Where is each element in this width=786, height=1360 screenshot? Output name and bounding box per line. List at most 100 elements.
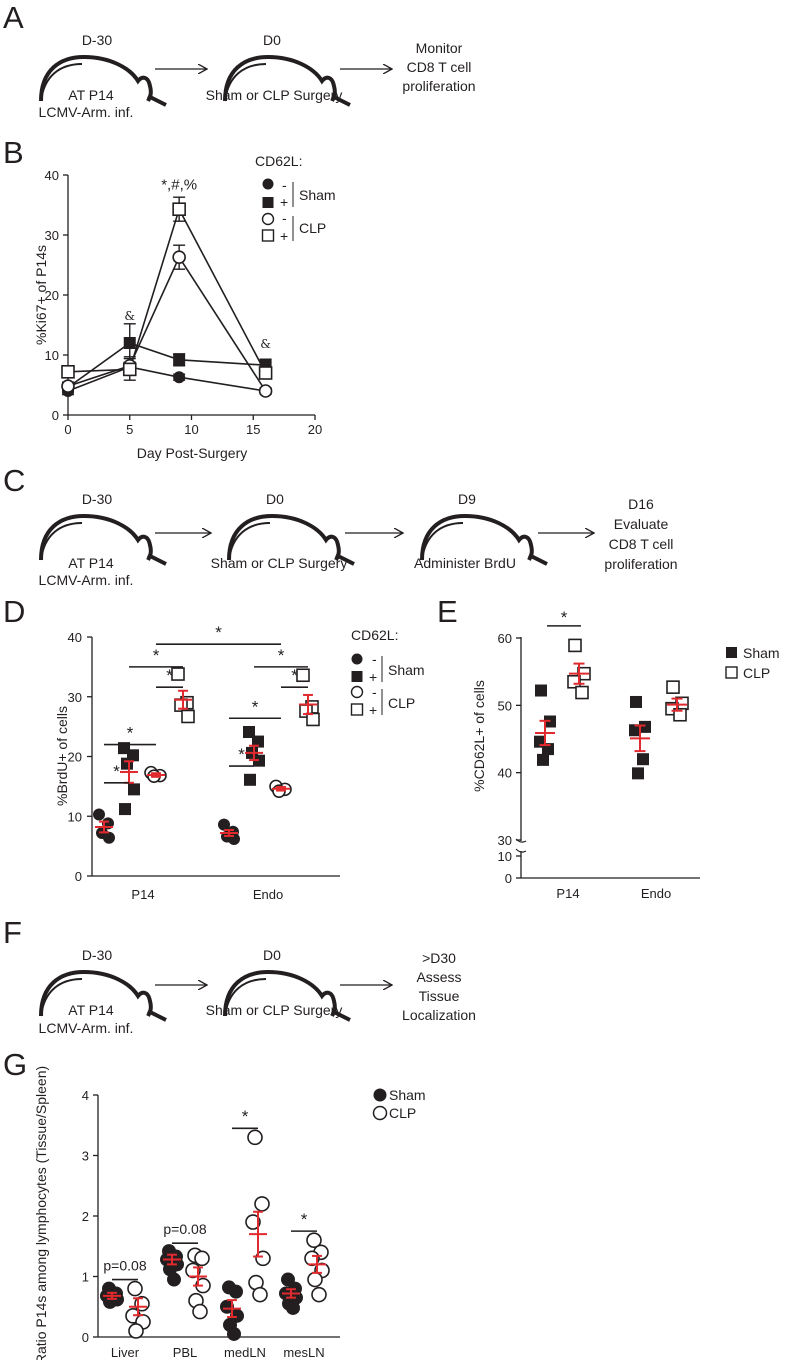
legend-b-plus-2: + [280,228,288,244]
legend-e: Sham CLP [725,645,780,681]
significance-star: * [153,646,160,665]
x-tick-label: 5 [126,422,133,437]
data-point [254,1196,270,1212]
legend-marker-filled-circle [373,1088,387,1102]
timeline-c-d3: D9 [458,491,476,507]
timeline-c-d1-sub1: AT P14 [68,555,114,571]
timeline-f-d1-sub1: AT P14 [68,1002,114,1018]
data-point [93,808,105,821]
timeline-c-d2: D0 [266,491,284,507]
legend-d: CD62L: - + Sham - + CLP [350,627,425,718]
legend-d-sham: Sham [388,662,425,678]
y-tick-label: 10 [45,348,59,363]
timeline-c-d1-sub2: LCMV-Arm. inf. [39,572,134,588]
timeline-a-d1: D-30 [82,32,113,48]
timeline-c-end-1: D16 [628,496,654,512]
data-point [61,379,75,394]
data-point [229,1284,243,1299]
data-point [173,353,186,366]
legend-b-plus: + [280,194,288,210]
y-tick-label: 0 [52,408,59,423]
x-tick-label: 15 [246,422,260,437]
data-point [306,712,320,727]
legend-d-minus: - [372,651,377,667]
timeline-f-end-4: Localization [402,1007,476,1023]
y-tick-label: 3 [82,1149,89,1164]
data-point [568,638,582,653]
data-point [252,1286,268,1303]
legend-d-clp: CLP [388,695,415,711]
timeline-a-d1-sub1: AT P14 [68,87,114,103]
data-point [637,753,649,766]
timeline-f-d2-sub: Sham or CLP Surgery [206,1002,343,1018]
legend-g-clp: CLP [389,1105,416,1121]
data-point [61,364,75,379]
timeline-a-end-2: CD8 T cell [407,59,472,75]
legend-d-plus: + [369,669,377,685]
y-tick-label: 60 [498,631,512,646]
timeline-a-d1-sub2: LCMV-Arm. inf. [39,104,134,120]
significance-star: * [278,646,285,665]
data-point [128,783,140,796]
legend-marker-open-square [725,666,738,679]
y-tick-label: 0 [505,871,512,886]
timeline-f-d2: D0 [263,947,281,963]
y-tick-label: 10 [68,809,82,824]
x-category-label: medLN [224,1345,266,1360]
timeline-c-end-2: Evaluate [614,516,669,532]
data-point [632,767,644,780]
data-point [167,1272,181,1287]
timeline-a-d2: D0 [263,32,281,48]
data-point [306,1232,322,1248]
legend-b-title: CD62L: [255,153,302,169]
series-line [67,366,266,392]
data-point [173,371,186,384]
x-category-label: mesLN [283,1345,324,1360]
x-category-label: Endo [641,886,671,901]
data-point [243,726,255,739]
panel-label-e: E [437,594,458,629]
data-point [103,831,115,844]
x-category-label: Endo [253,887,283,902]
panel-label-d: D [3,594,25,629]
timeline-a-end-1: Monitor [416,40,463,56]
y-tick-label: 40 [68,630,82,645]
data-point [245,1214,261,1230]
data-point [123,337,136,349]
legend-e-sham: Sham [743,645,780,661]
legend-b: CD62L: - + Sham - + CLP [255,153,336,244]
legend-b-minus: - [282,177,287,193]
data-point [258,384,273,398]
data-point [575,685,589,700]
timeline-c: D-30 AT P14 LCMV-Arm. inf. D0 Sham or CL… [39,491,678,588]
panel-label-c: C [3,463,25,498]
y-tick-label: 4 [82,1088,89,1103]
data-point [194,1250,210,1267]
significance-annotation: * [242,1107,249,1126]
x-axis-title: Day Post-Surgery [137,445,247,461]
timeline-a: D-30 AT P14 LCMV-Arm. inf. D0 Sham or CL… [39,32,476,120]
legend-marker-filled-circle [351,653,363,665]
legend-b-clp: CLP [299,220,326,236]
data-point [128,1323,144,1339]
legend-marker-filled-square [262,197,274,208]
data-point [311,1286,327,1303]
legend-g: Sham CLP [372,1087,426,1121]
timeline-f-end-2: Assess [416,969,461,985]
data-point [629,724,641,737]
x-category-label: P14 [556,886,579,901]
data-point [286,1300,300,1315]
x-category-label: PBL [173,1345,198,1360]
data-point [307,1271,323,1288]
data-point [535,684,547,697]
y-axis-title: %Ki67+ of P14s [33,245,49,345]
y-tick-label: 10 [498,849,512,864]
timeline-c-d2-sub: Sham or CLP Surgery [211,555,348,571]
significance-star: * [561,608,568,627]
significance-star: * [238,745,245,764]
legend-marker-open-square [350,703,364,716]
significance-star: * [113,762,120,781]
